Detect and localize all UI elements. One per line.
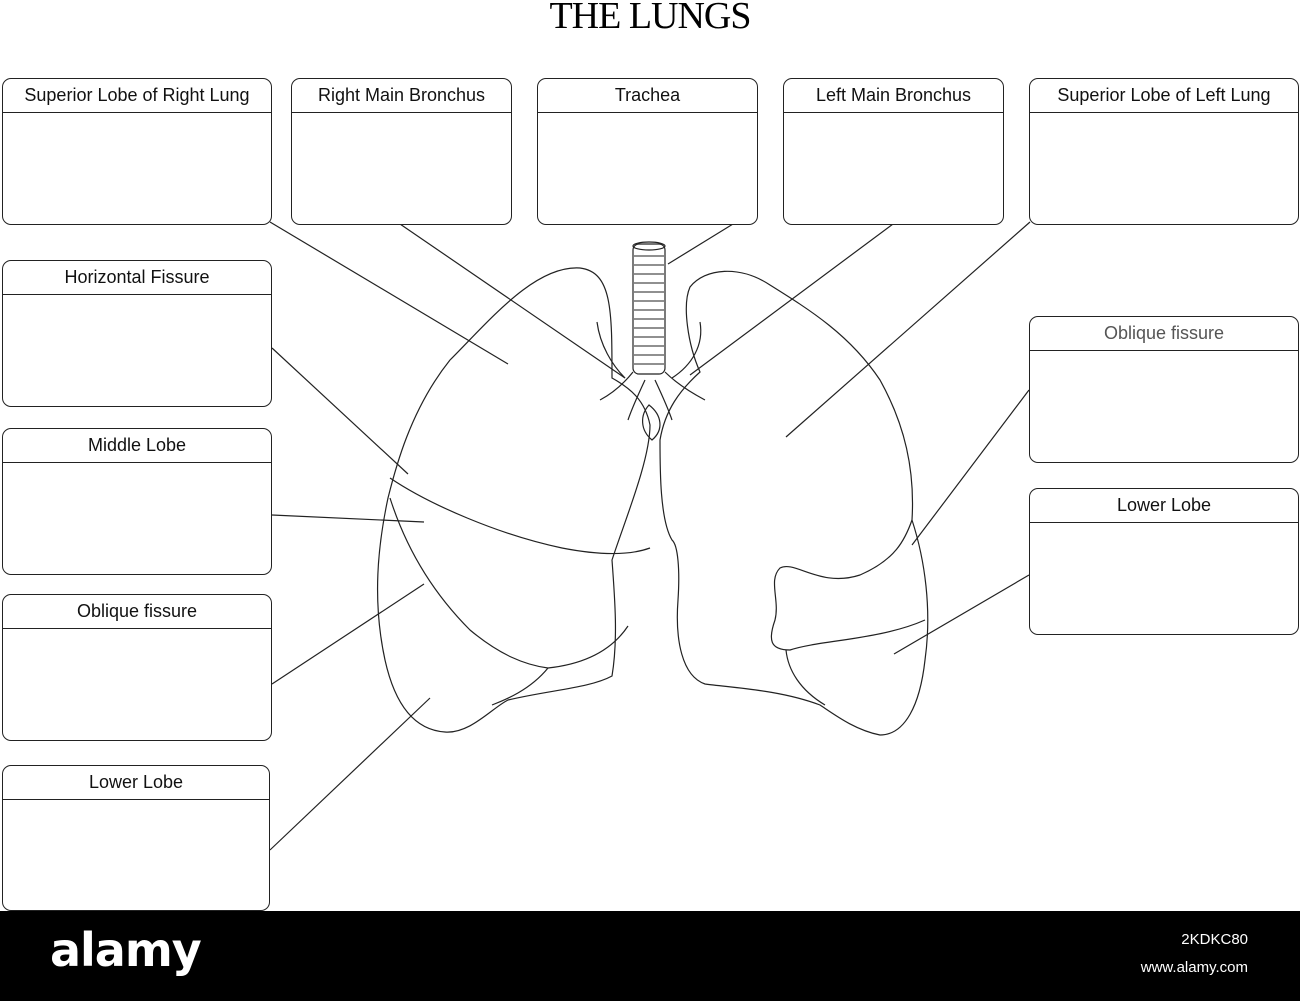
- answer-area-left-main-bronchus[interactable]: [784, 113, 1003, 224]
- answer-area-superior-left[interactable]: [1030, 113, 1298, 224]
- label-lower-lobe-left: Lower Lobe: [1030, 489, 1298, 523]
- right-lung-outline: [376, 267, 651, 733]
- label-lower-lobe-right: Lower Lobe: [3, 766, 269, 800]
- label-box-left-main-bronchus: Left Main Bronchus: [783, 78, 1004, 225]
- label-middle-lobe: Middle Lobe: [3, 429, 271, 463]
- answer-area-lower-lobe-left[interactable]: [1030, 523, 1298, 634]
- label-box-middle-lobe: Middle Lobe: [2, 428, 272, 575]
- label-trachea: Trachea: [538, 79, 757, 113]
- label-box-oblique-fissure-left: Oblique fissure: [1029, 316, 1299, 463]
- answer-area-right-main-bronchus[interactable]: [292, 113, 511, 224]
- answer-area-middle-lobe[interactable]: [3, 463, 271, 574]
- right-bronchus-outline: [599, 371, 634, 401]
- answer-area-horizontal-fissure[interactable]: [3, 295, 271, 406]
- lower-lobe-left-line: [785, 649, 826, 706]
- label-horizontal-fissure: Horizontal Fissure: [3, 261, 271, 295]
- left-bronchus-outline: [664, 371, 706, 401]
- label-superior-left: Superior Lobe of Left Lung: [1030, 79, 1298, 113]
- label-superior-right: Superior Lobe of Right Lung: [3, 79, 271, 113]
- lungs-diagram: [269, 221, 1031, 851]
- label-box-lower-lobe-left: Lower Lobe: [1029, 488, 1299, 635]
- label-left-main-bronchus: Left Main Bronchus: [784, 79, 1003, 113]
- left-lung-outline: [659, 270, 929, 736]
- horizontal-fissure-line: [389, 477, 651, 555]
- label-box-trachea: Trachea: [537, 78, 758, 225]
- answer-area-lower-lobe-right[interactable]: [3, 800, 269, 910]
- label-box-superior-right: Superior Lobe of Right Lung: [2, 78, 272, 225]
- lower-lobe-right-line: [491, 667, 549, 706]
- label-box-horizontal-fissure: Horizontal Fissure: [2, 260, 272, 407]
- brand-logo: alamy: [50, 923, 202, 977]
- oblique-fissure-right-line: [389, 497, 629, 669]
- label-box-oblique-fissure-right: Oblique fissure: [2, 594, 272, 741]
- watermark-footer: alamy 2KDKC80 www.alamy.com: [0, 911, 1300, 1001]
- label-oblique-fissure-right: Oblique fissure: [3, 595, 271, 629]
- answer-area-oblique-fissure-right[interactable]: [3, 629, 271, 740]
- answer-area-trachea[interactable]: [538, 113, 757, 224]
- label-box-right-main-bronchus: Right Main Bronchus: [291, 78, 512, 225]
- page-title: THE LUNGS: [549, 0, 751, 37]
- answer-area-superior-right[interactable]: [3, 113, 271, 224]
- label-box-superior-left: Superior Lobe of Left Lung: [1029, 78, 1299, 225]
- image-id: 2KDKC80: [1181, 931, 1248, 948]
- site-url: www.alamy.com: [1140, 959, 1248, 976]
- label-right-main-bronchus: Right Main Bronchus: [292, 79, 511, 113]
- label-oblique-fissure-left: Oblique fissure: [1030, 317, 1298, 351]
- label-box-lower-lobe-right: Lower Lobe: [2, 765, 270, 911]
- trachea-outline: [632, 243, 666, 375]
- answer-area-oblique-fissure-left[interactable]: [1030, 351, 1298, 462]
- oblique-fissure-left-line: [770, 519, 926, 651]
